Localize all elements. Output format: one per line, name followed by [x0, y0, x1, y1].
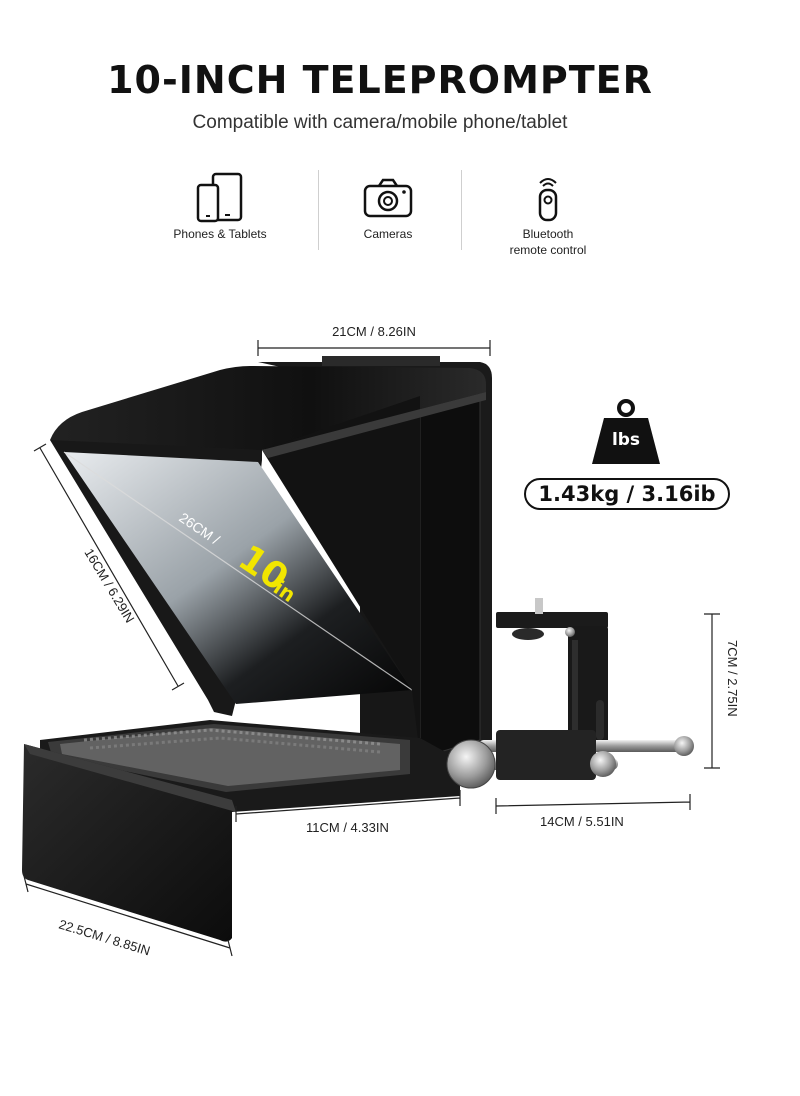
hood-top: [50, 366, 486, 452]
dim-line-base-depth: [235, 790, 461, 822]
dimension-lines: [23, 340, 720, 957]
hood-side-panel: [262, 396, 420, 756]
dim-rail-length-label: 14CM / 5.51IN: [540, 814, 624, 829]
hinge-knob: [446, 739, 496, 789]
weight-value: 1.43kg / 3.16ib: [524, 478, 730, 510]
dim-shade-width-label: 22.5CM / 8.85IN: [57, 917, 152, 959]
bluetooth-remote-icon: [478, 170, 618, 226]
dim-line-shade-width: [23, 875, 233, 957]
feature-label: Phones & Tablets: [173, 227, 267, 241]
weight-icon: lbs: [590, 398, 662, 468]
camera-bracket: [496, 598, 608, 746]
dim-line-top-width: [257, 340, 491, 356]
dim-base-depth-label: 11CM / 4.33IN: [306, 820, 389, 835]
dim-top-width-label: 21CM / 8.26IN: [332, 324, 416, 339]
feature-label-line1: Bluetooth: [522, 227, 574, 241]
page-subtitle: Compatible with camera/mobile phone/tabl…: [192, 112, 568, 133]
feature-label: Cameras: [363, 227, 413, 241]
weight-icon-text: lbs: [611, 430, 641, 450]
feature-cameras: Cameras: [318, 170, 458, 242]
dim-line-hood-side: [33, 443, 185, 691]
page-title: 10-INCH TELEPROMPTER: [107, 58, 653, 102]
dim-line-rail-length: [495, 794, 691, 814]
feature-divider: [318, 170, 319, 250]
dim-bracket-height-label: 7CM / 2.75IN: [725, 640, 740, 717]
mounting-rails: [478, 730, 694, 780]
dim-line-bracket-height: [704, 613, 720, 769]
phone-tablet-icon: [150, 170, 290, 226]
feature-divider: [461, 170, 462, 250]
sun-shade-edge: [24, 744, 236, 812]
feature-label-line2: remote control: [509, 243, 587, 257]
feature-bluetooth-remote: Bluetooth remote control: [478, 170, 618, 258]
beam-splitter-glass: [64, 452, 412, 704]
screen-diagonal-line: [63, 451, 413, 691]
base-tray: [40, 720, 460, 812]
feature-phones-tablets: Phones & Tablets: [150, 170, 290, 242]
hood-edge-highlight: [262, 392, 486, 458]
camera-icon: [318, 170, 458, 226]
